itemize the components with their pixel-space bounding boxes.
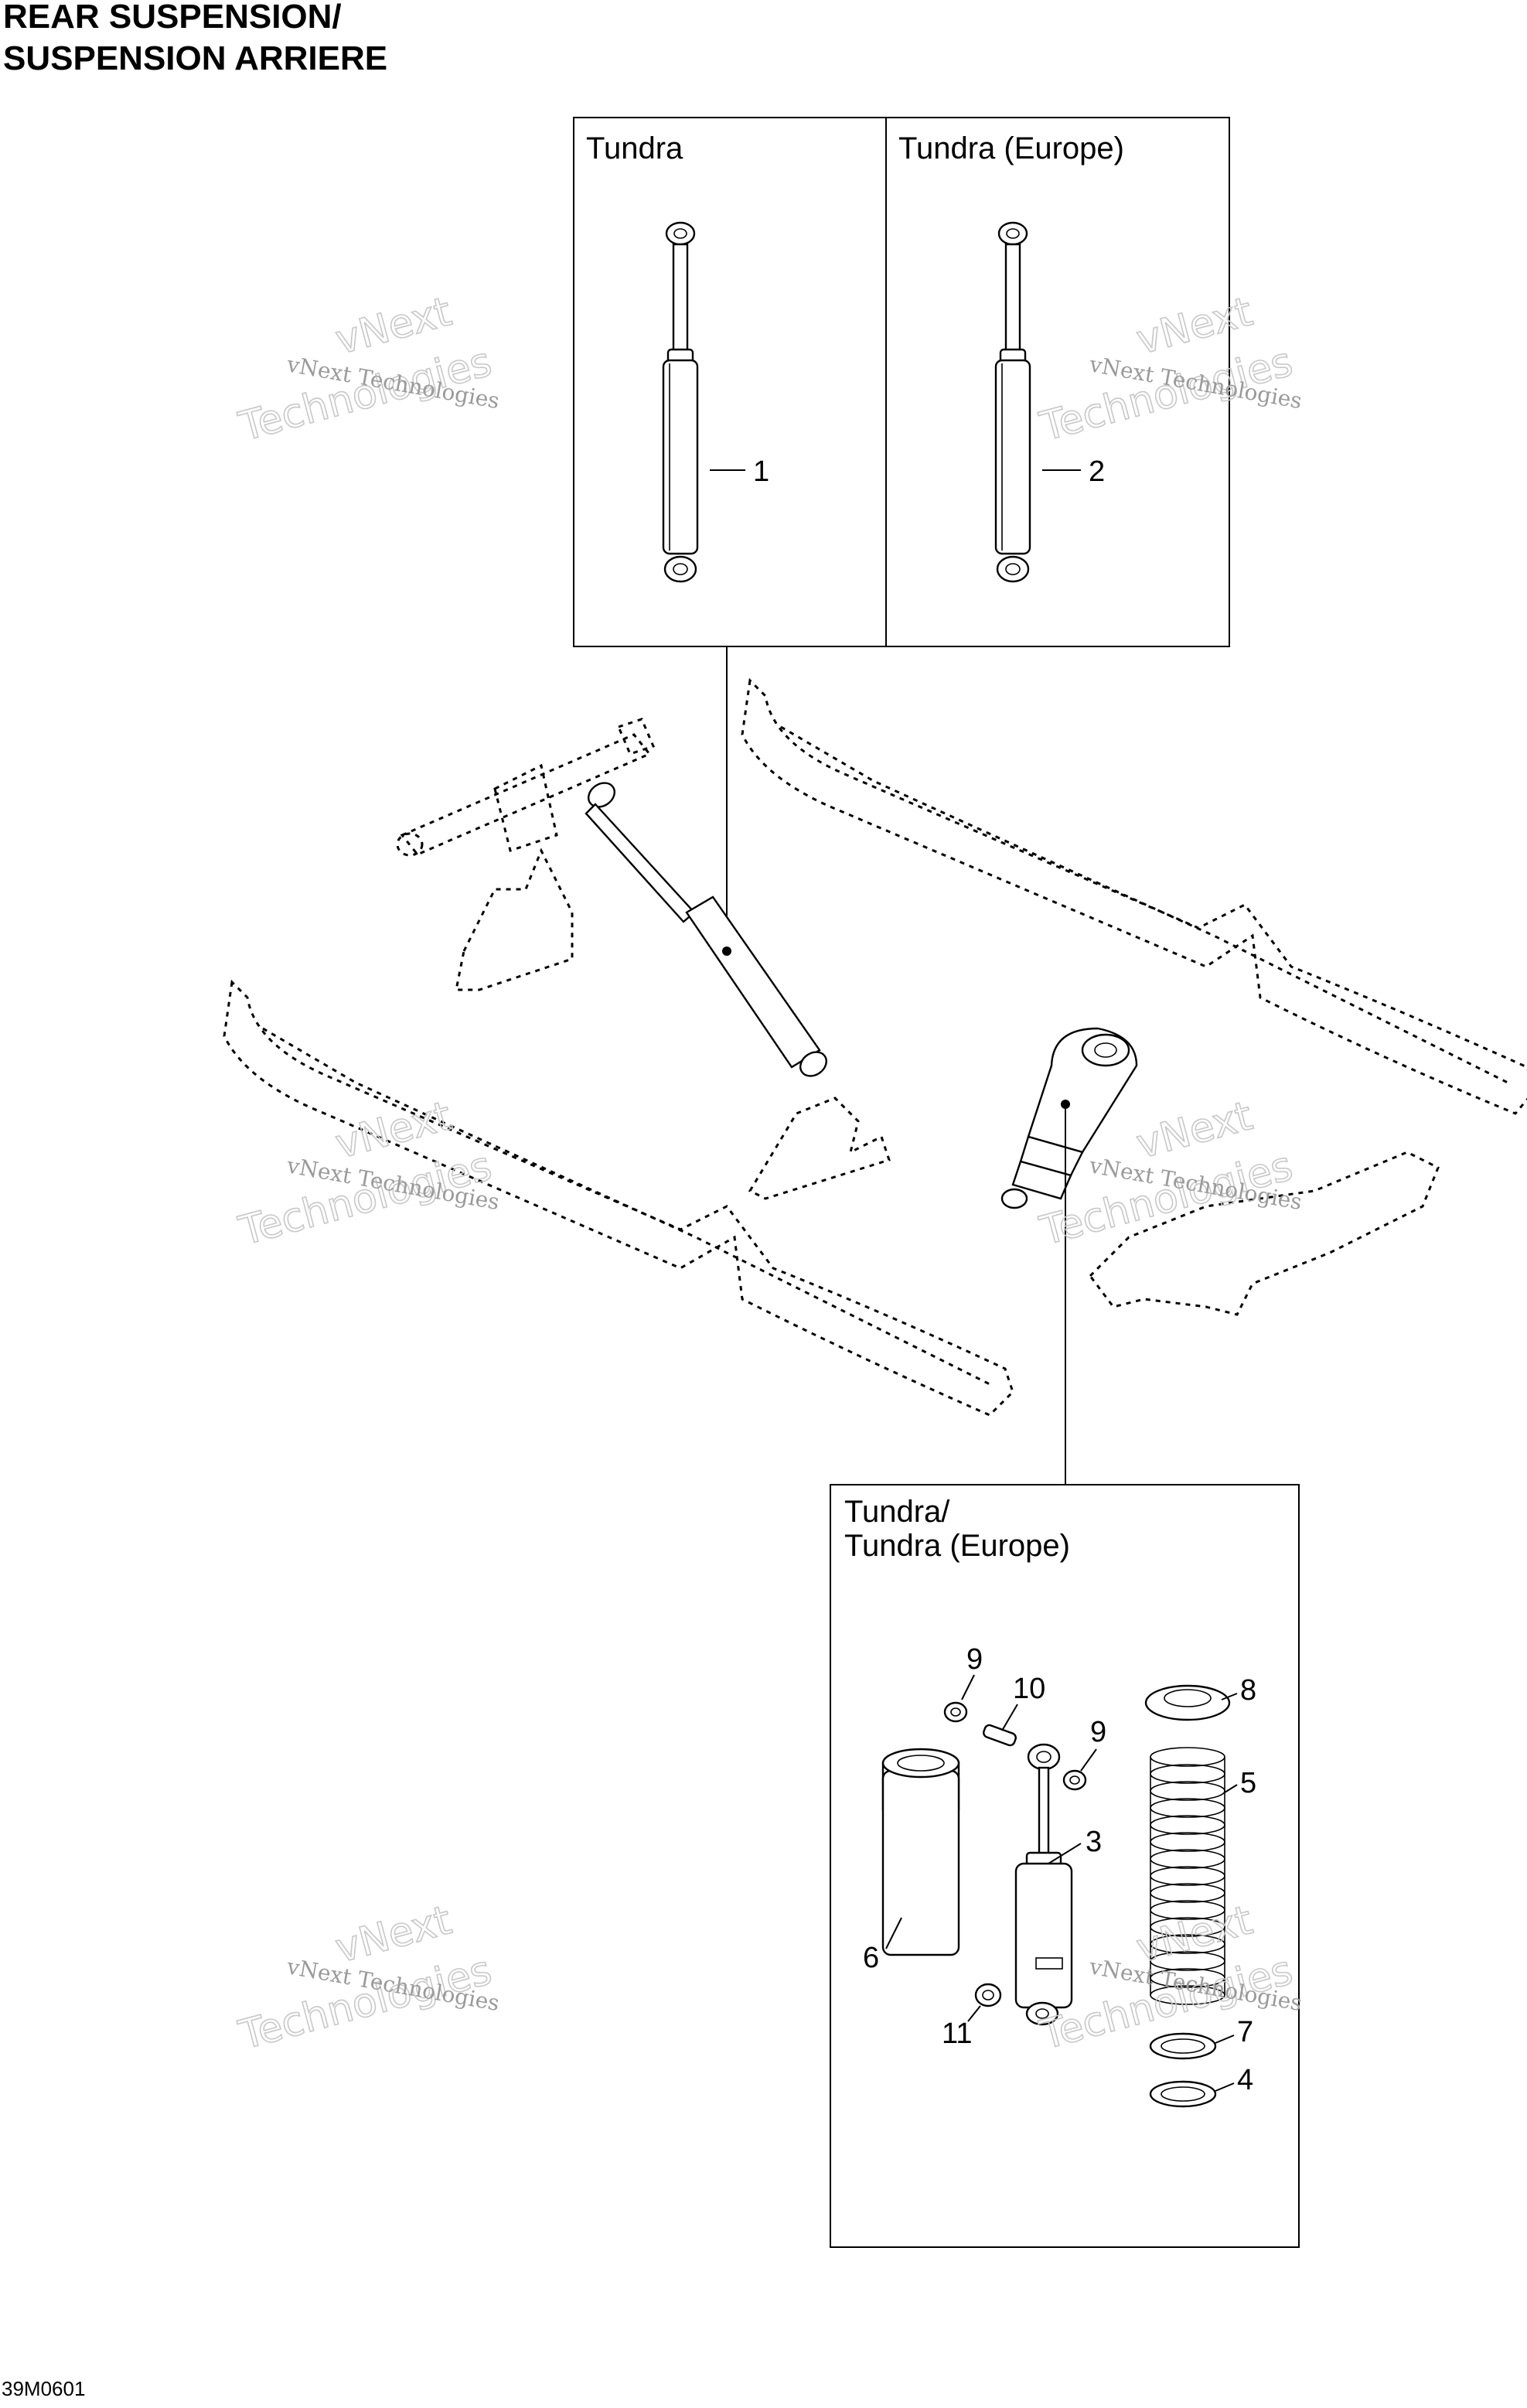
part-8-spring-seat <box>1144 1684 1231 1721</box>
part-5-spring <box>1150 1747 1225 2005</box>
right-rail-inner <box>780 725 1508 1084</box>
part-3-shock-body <box>1014 1743 1073 2026</box>
callout-2: 2 <box>1089 455 1105 488</box>
leader-line-4 <box>1215 2082 1235 2092</box>
leader-line-9-top <box>961 1674 975 1700</box>
part-10-sleeve <box>983 1724 1017 1747</box>
part-7-ring <box>1149 2032 1217 2060</box>
top-variant-box: Tundra Tundra (Europe) <box>573 117 1230 647</box>
leader-line-5 <box>1224 1784 1238 1793</box>
rear-shock-assembly <box>1000 1027 1138 1209</box>
detail-label-line2: Tundra (Europe) <box>844 1529 1070 1563</box>
callout-9-top: 9 <box>966 1643 983 1676</box>
leader-line-10 <box>1001 1704 1018 1731</box>
detail-label-line1: Tundra/ <box>844 1495 950 1529</box>
leader-line-11 <box>967 2005 981 2022</box>
variant-label-tundra-europe: Tundra (Europe) <box>898 131 1124 165</box>
left-rail <box>223 979 1014 1417</box>
left-rail-inner <box>262 1027 990 1386</box>
leader-line-6 <box>885 1917 902 1949</box>
page-title-line1: REAR SUSPENSION/ <box>3 0 342 36</box>
rear-arm-bracket <box>748 1097 891 1200</box>
callout-5: 5 <box>1240 1767 1256 1799</box>
leader-line-8 <box>1221 1693 1238 1700</box>
callout-4: 4 <box>1237 2064 1253 2096</box>
front-arm-assembly <box>396 718 656 991</box>
part-4-ring <box>1149 2080 1217 2108</box>
callout-6: 6 <box>863 1942 879 1974</box>
leader-line-7 <box>1215 2035 1235 2044</box>
callout-9-side: 9 <box>1090 1716 1106 1748</box>
figure-code: 39M0601 <box>2 2377 85 2400</box>
page-title-line2: SUSPENSION ARRIERE <box>3 39 387 77</box>
part-9-bushing-top <box>943 1701 968 1723</box>
callout-11: 11 <box>942 2017 972 2050</box>
variant-label-tundra: Tundra <box>586 131 683 165</box>
watermark-2: vNext Technologies vNext Technologies <box>1034 288 1304 451</box>
shock-absorber-1 <box>662 221 699 583</box>
watermark-3: vNext Technologies vNext Technologies <box>233 1092 501 1255</box>
detail-box-frame <box>830 1484 1300 2248</box>
variant-box-frame <box>573 117 1230 647</box>
part-6-boot <box>881 1748 960 1956</box>
part-11-bushing <box>974 1983 1002 2007</box>
detail-box: Tundra/ Tundra (Europe) <box>830 1484 1300 2248</box>
callout-7: 7 <box>1237 2016 1253 2048</box>
center-shock <box>585 782 827 1077</box>
watermark-5: vNext Technologies vNext Technologies <box>233 1896 501 2059</box>
watermark-1: vNext Technologies vNext Technologies <box>233 288 501 451</box>
leader-line-9-side <box>1080 1748 1097 1772</box>
callout-8: 8 <box>1240 1674 1256 1707</box>
part-9-bushing-side <box>1062 1769 1087 1791</box>
leader-line-3 <box>1048 1843 1082 1864</box>
right-rail <box>741 677 1527 1115</box>
callout-1: 1 <box>753 455 769 488</box>
callout-3: 3 <box>1086 1826 1102 1858</box>
shock-absorber-2 <box>994 221 1031 583</box>
rear-arm <box>1089 1151 1440 1316</box>
callout-10: 10 <box>1013 1673 1045 1705</box>
